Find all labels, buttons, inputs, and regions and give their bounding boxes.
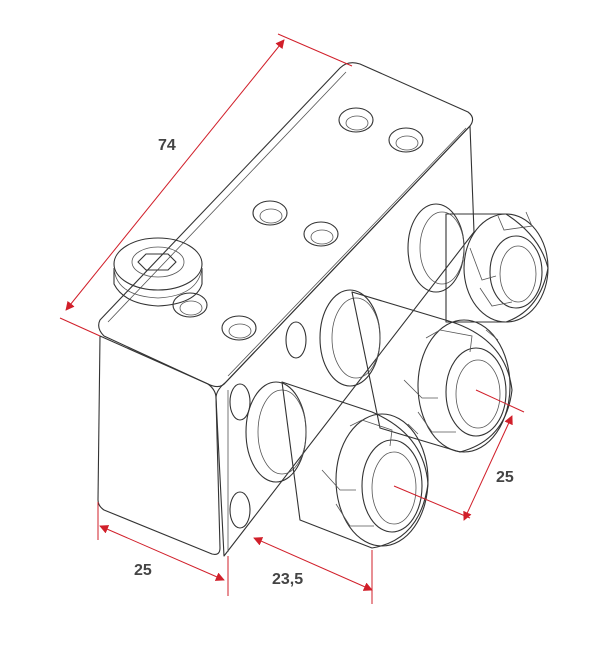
dimension-spacing: 23,5 <box>253 537 373 604</box>
collet-nut-middle <box>319 289 513 453</box>
side-holes <box>229 321 307 529</box>
block-right-face <box>215 125 475 557</box>
block-front-face <box>97 335 221 555</box>
dimension-width-label: 25 <box>134 562 152 579</box>
dimension-spacing-label: 23,5 <box>272 571 303 588</box>
dimension-length-label: 74 <box>158 137 176 154</box>
dimension-pitch-label: 25 <box>496 469 514 486</box>
mounting-hole <box>221 315 257 341</box>
cap-screw <box>113 237 203 307</box>
collet-nut-front <box>245 381 429 549</box>
hex-socket-icon <box>137 253 177 271</box>
mounting-hole <box>388 127 424 153</box>
mounting-hole <box>338 107 374 133</box>
mounting-hole <box>303 221 339 247</box>
mounting-hole <box>252 200 288 226</box>
side-hole <box>229 383 251 421</box>
block-body <box>97 62 475 557</box>
dimension-pitch: 25 <box>393 389 525 521</box>
mounting-hole <box>172 292 208 318</box>
side-hole <box>285 321 307 359</box>
collet-nut-back <box>407 203 549 323</box>
side-hole <box>229 491 251 529</box>
dimension-length: 74 <box>59 33 353 337</box>
dimension-width: 25 <box>97 502 229 596</box>
top-holes <box>172 107 424 341</box>
